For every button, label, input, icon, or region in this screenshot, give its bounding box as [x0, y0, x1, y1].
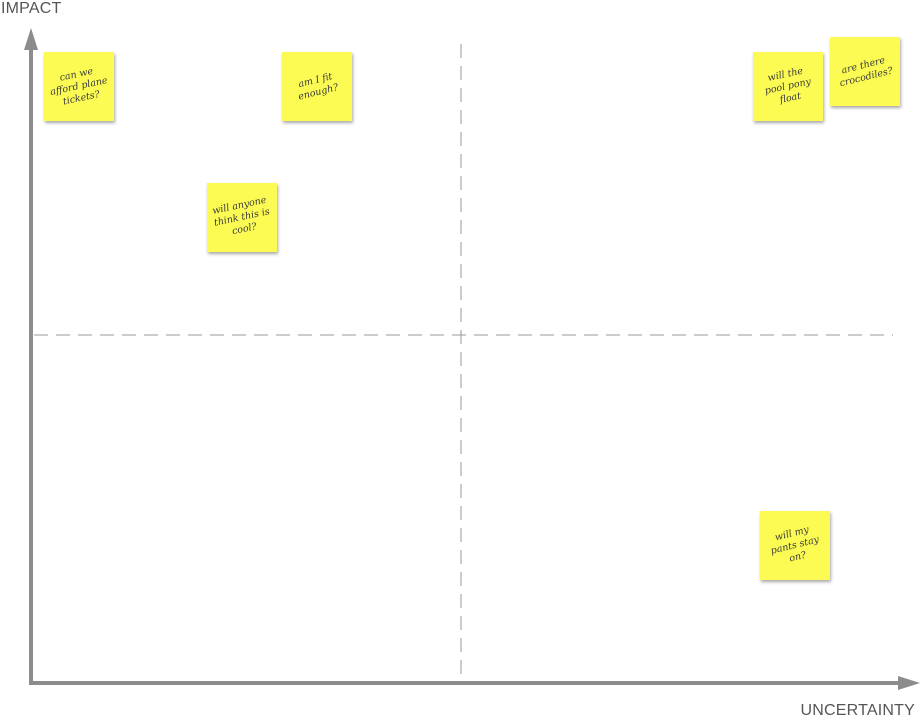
sticky-note-plane-tickets[interactable]: can we afford plane tickets? [44, 52, 114, 121]
sticky-note-fit-enough[interactable]: am I fit enough? [282, 52, 352, 121]
x-axis-arrowhead [898, 676, 920, 690]
sticky-note-text: will anyone think this is cool? [211, 194, 271, 237]
sticky-note-text: can we afford plane tickets? [49, 65, 109, 108]
sticky-note-text: will the pool pony float [763, 65, 812, 106]
sticky-note-pool-pony[interactable]: will the pool pony float [753, 52, 823, 121]
sticky-note-text: will my pants stay on? [769, 523, 821, 565]
sticky-note-pants-stay[interactable]: will my pants stay on? [760, 511, 830, 580]
sticky-note-text: are there crocodiles? [838, 54, 895, 89]
y-axis-arrowhead [24, 28, 38, 50]
sticky-note-anyone-cool[interactable]: will anyone think this is cool? [207, 183, 277, 252]
x-axis-label: UNCERTAINTY [800, 702, 915, 719]
sticky-note-text: am I fit enough? [297, 70, 340, 103]
sticky-note-crocodiles[interactable]: are there crocodiles? [830, 37, 900, 106]
y-axis-label: IMPACT [1, 0, 62, 17]
